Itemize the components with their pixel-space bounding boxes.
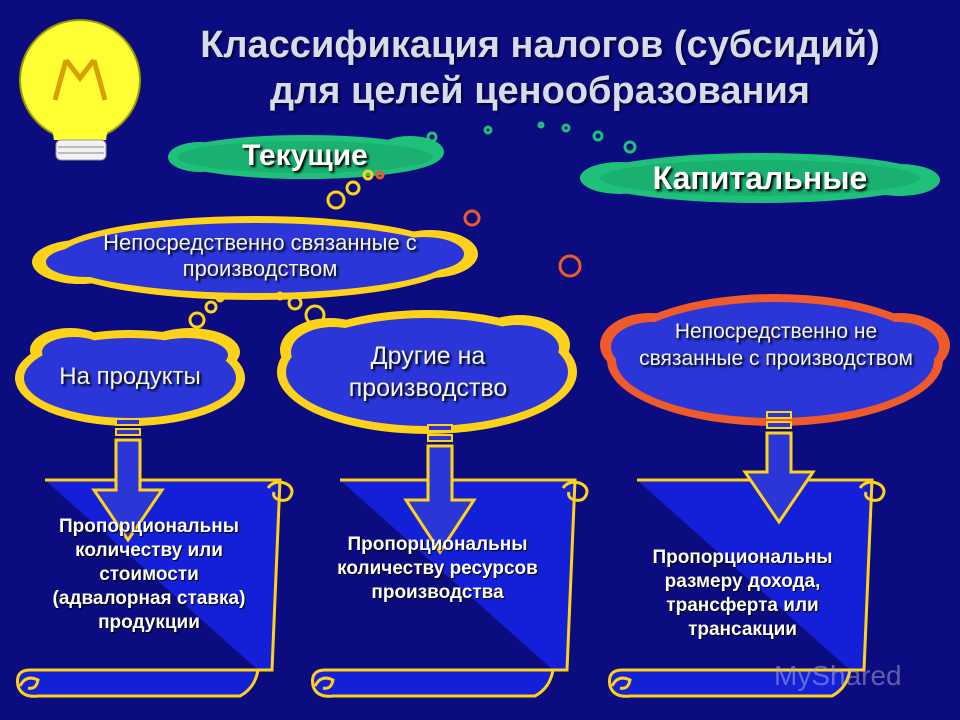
title-line-1: Классификация налогов (субсидий) <box>140 22 940 68</box>
node-not-direct-production: Непосредственно не связанные с производс… <box>636 318 916 372</box>
node-other-production: Другие на производство <box>318 340 538 404</box>
lightbulb-icon <box>20 20 140 160</box>
watermark: MyShared <box>774 660 902 692</box>
category-capital-label: Капитальные <box>590 158 930 198</box>
title-line-2: для целей ценообразования <box>140 68 940 114</box>
node-direct-production: Непосредственно связанные с производство… <box>60 230 460 282</box>
scroll-left-text: Пропорциональны количеству или стоимости… <box>38 515 260 635</box>
scroll-middle-text: Пропорциональны количеству ресурсов прои… <box>330 533 545 605</box>
page-title: Классификация налогов (субсидий) для цел… <box>140 22 940 114</box>
scroll-right-text: Пропорциональны размеру дохода, трансфер… <box>630 546 855 642</box>
node-on-products: На продукты <box>20 362 240 392</box>
category-current-label: Текущие <box>190 138 420 174</box>
